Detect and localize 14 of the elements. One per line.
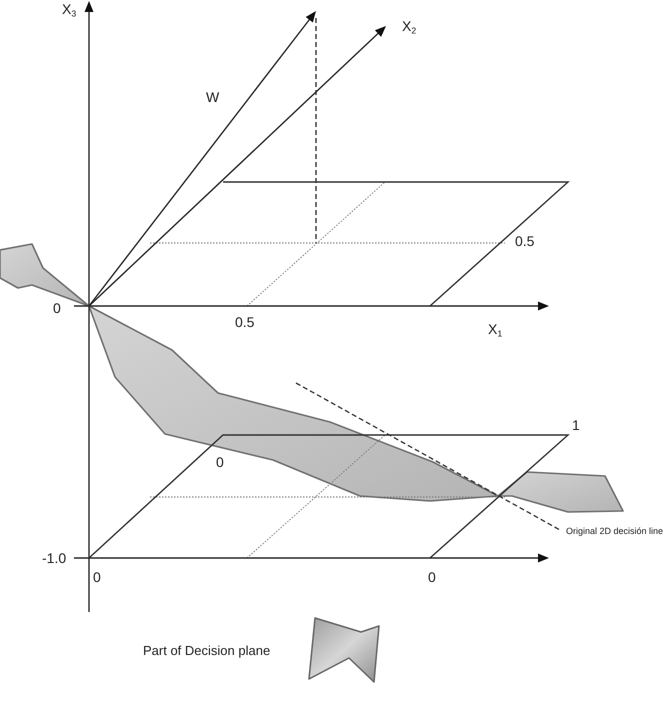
- tick-label: 0: [93, 569, 101, 586]
- axis-label: X$_{2}$: [402, 18, 416, 34]
- axis-label: X$_{3}$: [62, 1, 76, 18]
- tick-label: 0: [216, 454, 224, 470]
- tick-label: 0.5: [235, 314, 254, 330]
- tick-label: -1.0: [42, 550, 66, 566]
- tick-label: 0.5: [515, 233, 534, 250]
- axis-label: X$_{1}$: [488, 321, 502, 338]
- legend-text: Part of Decision plane: [143, 642, 270, 658]
- tick-label: 1: [572, 417, 580, 434]
- line-label: Original 2D decisión line: [566, 526, 664, 536]
- vector-label: W: [206, 89, 220, 106]
- tick-label: 0: [53, 300, 61, 316]
- tick-label: 0: [428, 569, 436, 586]
